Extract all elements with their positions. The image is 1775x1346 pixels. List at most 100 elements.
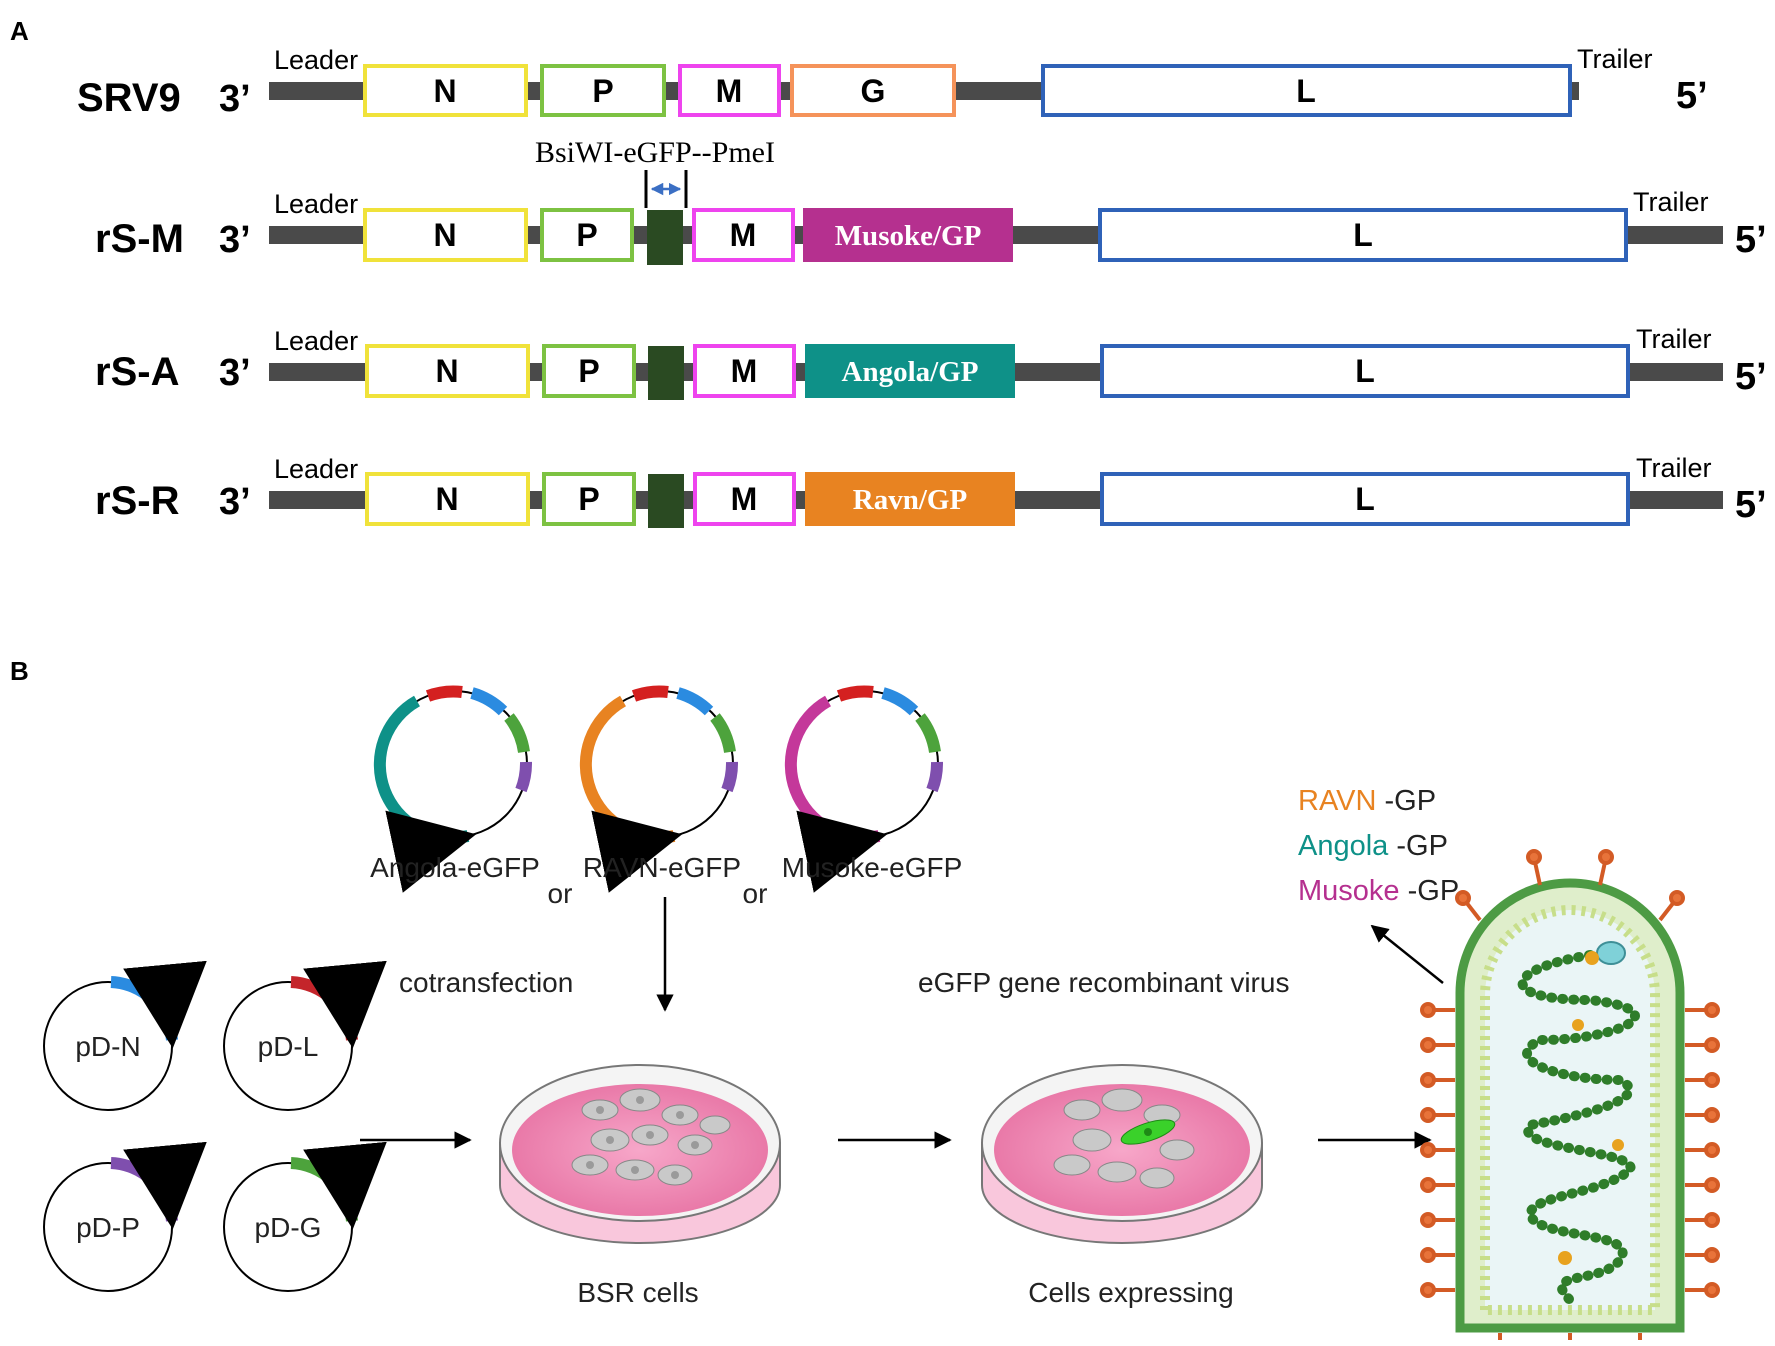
gene-angola-gp xyxy=(805,344,1015,398)
helper-pd-n: pD-N xyxy=(43,960,207,1111)
gene-l-label: L xyxy=(1353,217,1373,253)
end-5-prime: 5’ xyxy=(1676,75,1708,117)
trailer-label: Trailer xyxy=(1636,324,1712,354)
end-3-prime: 3’ xyxy=(219,481,251,523)
cells-expressing-label: Cells expressing xyxy=(1028,1277,1233,1308)
gene-l xyxy=(1100,472,1630,526)
site-label: BsiWI-eGFP--PmeI xyxy=(535,136,775,169)
gene-p-label: P xyxy=(592,73,613,109)
trailer-label: Trailer xyxy=(1633,187,1709,217)
gene-gp-label: Ravn/GP xyxy=(853,484,967,516)
petri-dish-bsr-cells xyxy=(499,1064,781,1244)
gene-m-label: M xyxy=(716,73,743,109)
gene-m xyxy=(693,472,796,526)
end-3-prime: 3’ xyxy=(219,78,251,120)
gene-m-label: M xyxy=(730,217,757,253)
gp-legend: RAVN -GP Angola -GP Musoke -GP xyxy=(1298,785,1459,907)
leader-label: Leader xyxy=(274,45,358,75)
gene-n-label: N xyxy=(435,353,458,389)
petri-dish-cells-expressing xyxy=(981,1064,1263,1244)
leader-label: Leader xyxy=(274,189,358,219)
gene-gp-label: Angola/GP xyxy=(842,356,979,388)
construct-rs-r: rS-R 3’ Leader Trailer 5’ N P M Ravn/GP … xyxy=(95,453,1767,528)
gene-g xyxy=(790,64,956,117)
legend-item-musoke: Musoke -GP xyxy=(1298,875,1459,907)
gene-p-label: P xyxy=(578,353,599,389)
gene-g-label: G xyxy=(861,73,886,109)
gene-p-label: P xyxy=(576,217,597,253)
recombinant-virus-label: eGFP gene recombinant virus xyxy=(918,967,1289,998)
helper-pd-p: pD-P xyxy=(43,1141,207,1292)
nucleocapsid-helix xyxy=(1517,950,1640,1305)
gene-n xyxy=(365,344,530,398)
helper-label: pD-G xyxy=(255,1212,322,1243)
trailer-label: Trailer xyxy=(1636,453,1712,483)
plasmid-arrow-teal xyxy=(373,695,477,893)
egfp-insert xyxy=(647,210,683,265)
egfp-insert xyxy=(648,346,684,400)
gene-m xyxy=(692,208,795,262)
gene-gp-label: Musoke/GP xyxy=(835,220,982,252)
helper-pd-l: pD-L xyxy=(223,960,387,1111)
gene-n xyxy=(363,208,528,262)
egfp-insert xyxy=(648,474,684,528)
gene-m-label: M xyxy=(731,353,758,389)
plasmid-angola-egfp: Angola-eGFP xyxy=(370,685,540,893)
construct-name: SRV9 xyxy=(77,76,181,120)
end-3-prime: 3’ xyxy=(219,352,251,394)
gene-n xyxy=(365,472,530,526)
gene-p-label: P xyxy=(578,481,599,517)
gene-ravn-gp xyxy=(805,472,1015,526)
plasmid-musoke-egfp: Musoke-eGFP xyxy=(782,685,962,893)
panel-a-label: A xyxy=(10,16,29,46)
legend-item-angola: Angola -GP xyxy=(1298,830,1448,862)
construct-rs-a: rS-A 3’ Leader Trailer 5’ N P M Angola/G… xyxy=(95,324,1767,400)
gene-m xyxy=(693,344,796,398)
plasmid-label: RAVN-eGFP xyxy=(583,852,741,883)
helper-pd-g: pD-G xyxy=(223,1141,387,1292)
construct-name: rS-R xyxy=(95,479,180,523)
legend-item-ravn: RAVN -GP xyxy=(1298,785,1436,817)
gene-n-label: N xyxy=(433,217,456,253)
construct-srv9: SRV9 3’ Leader Trailer 5’ N P M G L xyxy=(77,44,1708,120)
leader-label: Leader xyxy=(274,454,358,484)
gene-p xyxy=(540,64,666,117)
or-label-2: or xyxy=(743,878,768,909)
gene-m xyxy=(678,64,781,117)
plasmid-arrow-orange xyxy=(579,695,683,893)
trailer-label: Trailer xyxy=(1577,44,1653,74)
gene-l xyxy=(1100,344,1630,398)
gene-l-label: L xyxy=(1296,73,1316,109)
virus-particle xyxy=(1420,849,1720,1340)
helper-label: pD-P xyxy=(76,1212,140,1243)
arrow-virus-to-legend xyxy=(1370,924,1444,984)
gene-l xyxy=(1098,208,1628,262)
cotransfection-label: cotransfection xyxy=(399,967,573,998)
plasmid-label: Angola-eGFP xyxy=(370,852,540,883)
construct-name: rS-M xyxy=(95,217,184,261)
gene-musoke-gp xyxy=(803,208,1013,262)
gene-l-label: L xyxy=(1355,481,1375,517)
panel-b-label: B xyxy=(10,656,29,686)
helper-label: pD-L xyxy=(258,1031,319,1062)
gene-l xyxy=(1041,64,1572,117)
leader-label: Leader xyxy=(274,326,358,356)
construct-rs-m: rS-M 3’ Leader Trailer 5’ N P M Musoke/G… xyxy=(95,187,1767,265)
gene-m-label: M xyxy=(731,481,758,517)
gene-n-label: N xyxy=(433,73,456,109)
or-label-1: or xyxy=(548,878,573,909)
end-5-prime: 5’ xyxy=(1735,219,1767,261)
gene-p xyxy=(540,208,634,262)
plasmid-ravn-egfp: RAVN-eGFP xyxy=(579,685,741,893)
gene-p xyxy=(542,472,636,526)
gene-p xyxy=(542,344,636,398)
construct-name: rS-A xyxy=(95,350,179,394)
bsr-cells-label: BSR cells xyxy=(577,1277,698,1308)
end-5-prime: 5’ xyxy=(1735,356,1767,398)
end-3-prime: 3’ xyxy=(219,219,251,261)
gene-n-label: N xyxy=(435,481,458,517)
gene-l-label: L xyxy=(1355,353,1375,389)
helper-label: pD-N xyxy=(75,1031,140,1062)
gene-n xyxy=(363,64,528,117)
